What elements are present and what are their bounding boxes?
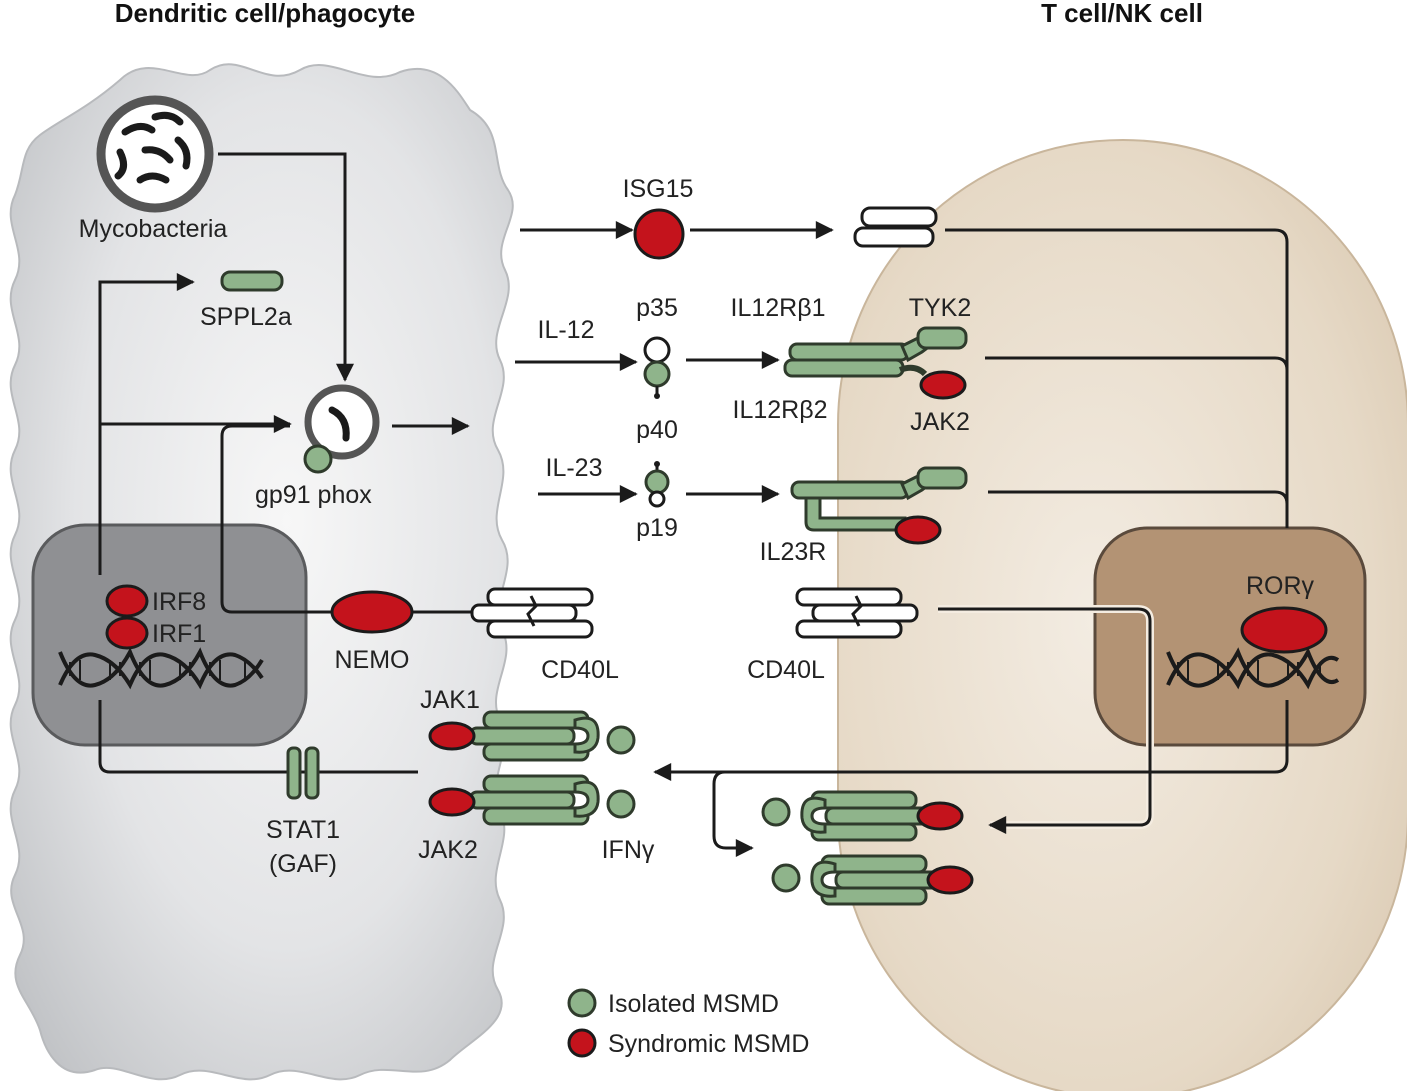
right-cell-title: T cell/NK cell bbox=[1041, 0, 1203, 28]
p19-label: p19 bbox=[636, 514, 678, 542]
stat1-monomer-b bbox=[304, 746, 320, 800]
jak2-protein-right bbox=[919, 370, 967, 400]
p35-subunit bbox=[643, 336, 671, 364]
legend-isolated-label: Isolated MSMD bbox=[608, 990, 779, 1018]
p19-subunit bbox=[648, 490, 666, 508]
nemo-label: NEMO bbox=[335, 646, 410, 674]
p40-label: p40 bbox=[636, 416, 678, 444]
cd40l-right-label: CD40L bbox=[747, 656, 825, 684]
nemo-to-gp91-line bbox=[220, 424, 335, 614]
mycobacteria-icon bbox=[96, 95, 214, 213]
il12rb2-label: IL12Rβ2 bbox=[733, 396, 828, 424]
ifngr-jak-right-b bbox=[926, 865, 974, 895]
p40-subunit-il12 bbox=[643, 360, 671, 388]
stat1-label: STAT1 bbox=[266, 816, 340, 844]
irf8-to-sppl2a-arrow bbox=[98, 273, 195, 575]
legend-syndromic-swatch bbox=[567, 1028, 597, 1058]
mycobacteria-to-phagosome-arrow bbox=[218, 152, 354, 382]
isg15-protein bbox=[633, 208, 685, 260]
phagosome-icon bbox=[304, 384, 380, 460]
cd40l-left-label: CD40L bbox=[541, 656, 619, 684]
mycobacteria-label: Mycobacteria bbox=[79, 215, 228, 243]
gp91-phox-protein bbox=[303, 444, 333, 474]
il23r-label: IL23R bbox=[760, 538, 827, 566]
stat1-to-nucleus-line bbox=[98, 700, 418, 774]
p35-label: p35 bbox=[636, 294, 678, 322]
jak2-protein-left bbox=[428, 787, 476, 817]
cd40l-to-ifngr-arrow bbox=[938, 607, 1152, 834]
ror-to-ifng-arrow bbox=[653, 700, 1289, 781]
legend-isolated-swatch bbox=[567, 988, 597, 1018]
p40-subunit-il23 bbox=[644, 469, 670, 495]
ifng-ligand-b bbox=[606, 789, 636, 819]
jak1-protein bbox=[428, 721, 476, 751]
legend: Isolated MSMD Syndromic MSMD bbox=[567, 988, 809, 1058]
ifng-autocrine-arrow bbox=[712, 770, 754, 857]
isg15-receptor bbox=[853, 206, 938, 248]
ifng-ligand-c bbox=[761, 797, 791, 827]
ifngr-jak-right-a bbox=[916, 801, 964, 831]
isg15-label: ISG15 bbox=[623, 175, 694, 203]
rorg-protein bbox=[1240, 606, 1328, 654]
cd40l-ligand-right bbox=[795, 587, 919, 639]
il23-receptor-complex bbox=[790, 466, 968, 532]
rorg-label: RORγ bbox=[1246, 572, 1315, 600]
nemo-protein bbox=[330, 590, 414, 634]
irf8-label: IRF8 bbox=[152, 588, 206, 616]
il23-receptor-to-ror-line bbox=[988, 490, 1289, 528]
jak2-right-label: JAK2 bbox=[910, 408, 970, 436]
il12-label: IL-12 bbox=[538, 316, 595, 344]
tyk2-label: TYK2 bbox=[909, 294, 972, 322]
il12-receptor-complex bbox=[783, 326, 968, 378]
irf8-protein bbox=[105, 584, 149, 618]
irf1-protein bbox=[105, 616, 149, 650]
legend-syndromic-label: Syndromic MSMD bbox=[608, 1030, 809, 1058]
cd40-receptor-left bbox=[470, 587, 594, 639]
il23r-jak2-protein bbox=[894, 515, 942, 545]
sppl2a-protein bbox=[220, 270, 284, 292]
dna-helix-icon-right bbox=[1166, 647, 1340, 690]
tyk2-protein bbox=[916, 326, 968, 350]
dendritic-nucleus bbox=[31, 523, 308, 747]
left-cell-title: Dendritic cell/phagocyte bbox=[115, 0, 416, 28]
ifng-ligand-d bbox=[771, 863, 801, 893]
ifngr-complex-left bbox=[468, 710, 600, 826]
jak2-left-label: JAK2 bbox=[418, 836, 478, 864]
jak1-label: JAK1 bbox=[420, 686, 480, 714]
il23-label: IL-23 bbox=[546, 454, 603, 482]
gaf-label: (GAF) bbox=[269, 850, 337, 878]
sppl2a-label: SPPL2a bbox=[200, 303, 292, 331]
gp91-label: gp91 phox bbox=[255, 481, 372, 509]
stat1-monomer-a bbox=[286, 746, 302, 800]
ifngr-complex-right bbox=[800, 790, 942, 906]
t-cell-nucleus bbox=[1093, 526, 1367, 747]
p40-link-dot-top bbox=[654, 393, 660, 399]
ifng-label: IFNγ bbox=[602, 836, 655, 864]
il12rb1-label: IL12Rβ1 bbox=[731, 294, 826, 322]
dna-helix-icon-left bbox=[58, 647, 264, 690]
isg15-receptor-to-ror-line bbox=[945, 228, 1289, 528]
il12-receptor-to-ror-line bbox=[985, 356, 1289, 528]
ifng-ligand-a bbox=[606, 725, 636, 755]
irf1-label: IRF1 bbox=[152, 620, 206, 648]
